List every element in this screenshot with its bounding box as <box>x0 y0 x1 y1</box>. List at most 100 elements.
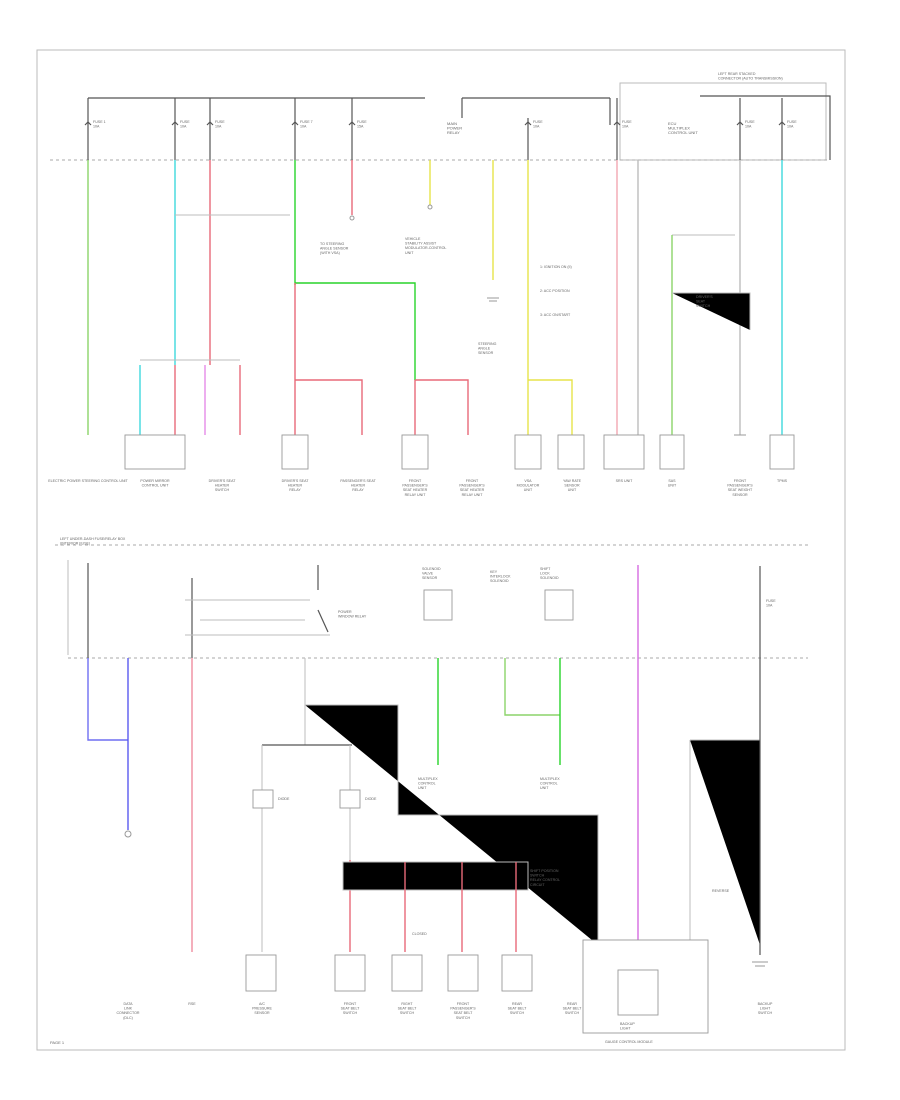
top-component-boxes <box>124 434 795 470</box>
fuse-symbol-9 <box>778 121 786 126</box>
fuse-symbol-5 <box>348 121 356 126</box>
wire-gray-bottom-2 <box>305 704 599 945</box>
component-box-sas <box>659 434 685 470</box>
wire-green-bridge <box>295 282 416 380</box>
ground-symbol-3 <box>752 961 768 967</box>
wire-green-bottom-2 <box>504 658 560 716</box>
ground-symbol-1 <box>487 297 499 302</box>
bottom-component-label-2: RSE <box>188 1002 196 1006</box>
relay-switch <box>317 609 329 633</box>
seat-belt-box-2 <box>391 954 423 992</box>
diagram-frame <box>36 49 846 1051</box>
legend-line-1: 1: IGNITION ON (II) <box>540 265 572 269</box>
component-box-driver-seat-relay <box>281 434 309 470</box>
diode-box-1 <box>252 789 274 809</box>
wire-gray-box <box>672 292 751 330</box>
diode-label-1: DIODE <box>278 797 290 801</box>
fuse-symbol-4 <box>291 121 299 126</box>
fuse-symbol-2 <box>171 121 179 126</box>
connector-point-1 <box>349 215 355 221</box>
seat-belt-box-1 <box>334 954 366 992</box>
diode-label-2: DIODE <box>365 797 377 801</box>
page-footer: PAGE 1 <box>50 1040 65 1045</box>
top-component-labels: ELECTRIC POWER STEERING CONTROL UNIT POWE… <box>48 479 787 497</box>
top-component-label-10: SRS UNIT <box>616 479 634 483</box>
fuse-symbol-7 <box>613 121 621 126</box>
gauge-module-label: GAUGE CONTROL MODULE <box>605 1040 653 1044</box>
connector-point-2 <box>427 204 433 210</box>
fuse-symbol-1 <box>84 121 92 126</box>
legend-line-2: 2: ACC POSITION <box>540 289 570 293</box>
seat-belt-box-3 <box>447 954 479 992</box>
rse-box <box>245 954 277 992</box>
component-box-vsa <box>514 434 542 470</box>
wire-red-bridge-1 <box>295 379 363 435</box>
top-component-label-13: TPMS <box>777 479 788 483</box>
fuse-symbol-8 <box>736 121 744 126</box>
backup-light-box <box>617 969 659 1016</box>
fuse-symbol-3 <box>206 121 214 126</box>
fuse-symbol-6 <box>524 121 532 126</box>
wire-yellow-bridge <box>528 379 573 435</box>
component-box-srs <box>603 434 645 470</box>
component-box-passenger-relay <box>401 434 429 470</box>
top-component-label-1: ELECTRIC POWER STEERING CONTROL UNIT <box>48 479 128 483</box>
gauge-bus <box>342 861 529 891</box>
wire-blue-1 <box>87 658 128 741</box>
wire-red-bridge-2 <box>415 379 469 435</box>
seat-belt-box-4 <box>501 954 533 992</box>
reverse-label: REVERSE <box>712 889 730 893</box>
component-box-power-mirror <box>124 434 186 470</box>
component-box-yaw-rate <box>557 434 585 470</box>
bottom-section: LEFT UNDER-DASH FUSE/RELAY BOX(INTERIOR … <box>55 537 810 1044</box>
wire-gray-bottom-5 <box>690 739 761 945</box>
closed-label: CLOSED <box>412 932 427 936</box>
bottom-header: LEFT UNDER-DASH FUSE/RELAY BOX(INTERIOR … <box>60 537 126 546</box>
solenoid-sensor-box <box>423 589 453 621</box>
legend-line-3: 3: ACC ON/START <box>540 313 571 317</box>
